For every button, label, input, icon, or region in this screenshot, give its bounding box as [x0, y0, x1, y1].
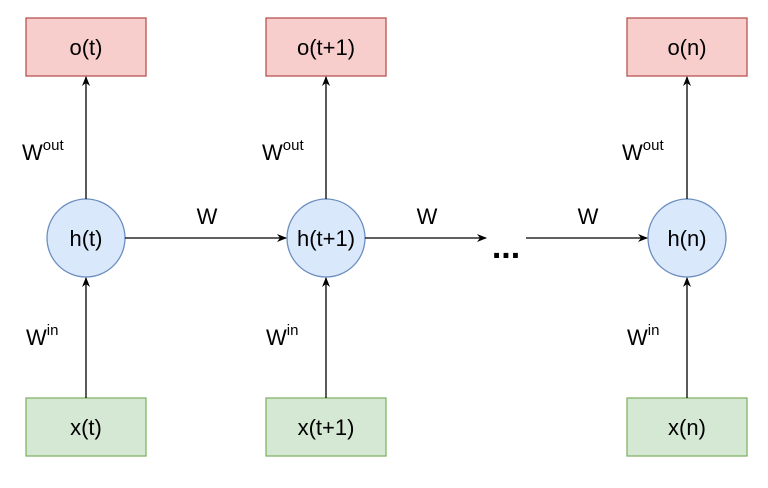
- w-in-label-3: Win: [627, 322, 659, 350]
- input-node-1-label: x(t): [70, 415, 102, 440]
- output-node-2-label: o(t+1): [297, 35, 355, 60]
- w-in-label-1: Win: [26, 322, 58, 350]
- input-node-3-label: x(n): [668, 415, 706, 440]
- input-node-1: x(t): [25, 397, 147, 457]
- hidden-node-2: h(t+1): [286, 198, 366, 278]
- output-node-1: o(t): [25, 17, 147, 77]
- output-node-2: o(t+1): [265, 17, 387, 77]
- input-node-3: x(n): [626, 397, 748, 457]
- hidden-node-2-label: h(t+1): [297, 226, 355, 251]
- w-out-label-1: Wout: [22, 137, 64, 165]
- w-out-label-3: Wout: [622, 137, 664, 165]
- input-node-2: x(t+1): [265, 397, 387, 457]
- recurrent-weight-label-1: W: [197, 204, 218, 229]
- input-node-2-label: x(t+1): [298, 415, 355, 440]
- hidden-node-3-label: h(n): [667, 226, 706, 251]
- hidden-node-1: h(t): [46, 198, 126, 278]
- w-out-label-2: Wout: [262, 137, 304, 165]
- output-node-1-label: o(t): [70, 35, 103, 60]
- output-node-3-label: o(n): [667, 35, 706, 60]
- recurrent-weight-label-2: W: [417, 204, 438, 229]
- ellipsis: ...: [492, 228, 520, 266]
- output-node-3: o(n): [626, 17, 748, 77]
- hidden-node-1-label: h(t): [70, 226, 103, 251]
- recurrent-weight-label-3: W: [578, 204, 599, 229]
- w-in-label-2: Win: [266, 322, 298, 350]
- hidden-node-3: h(n): [647, 198, 727, 278]
